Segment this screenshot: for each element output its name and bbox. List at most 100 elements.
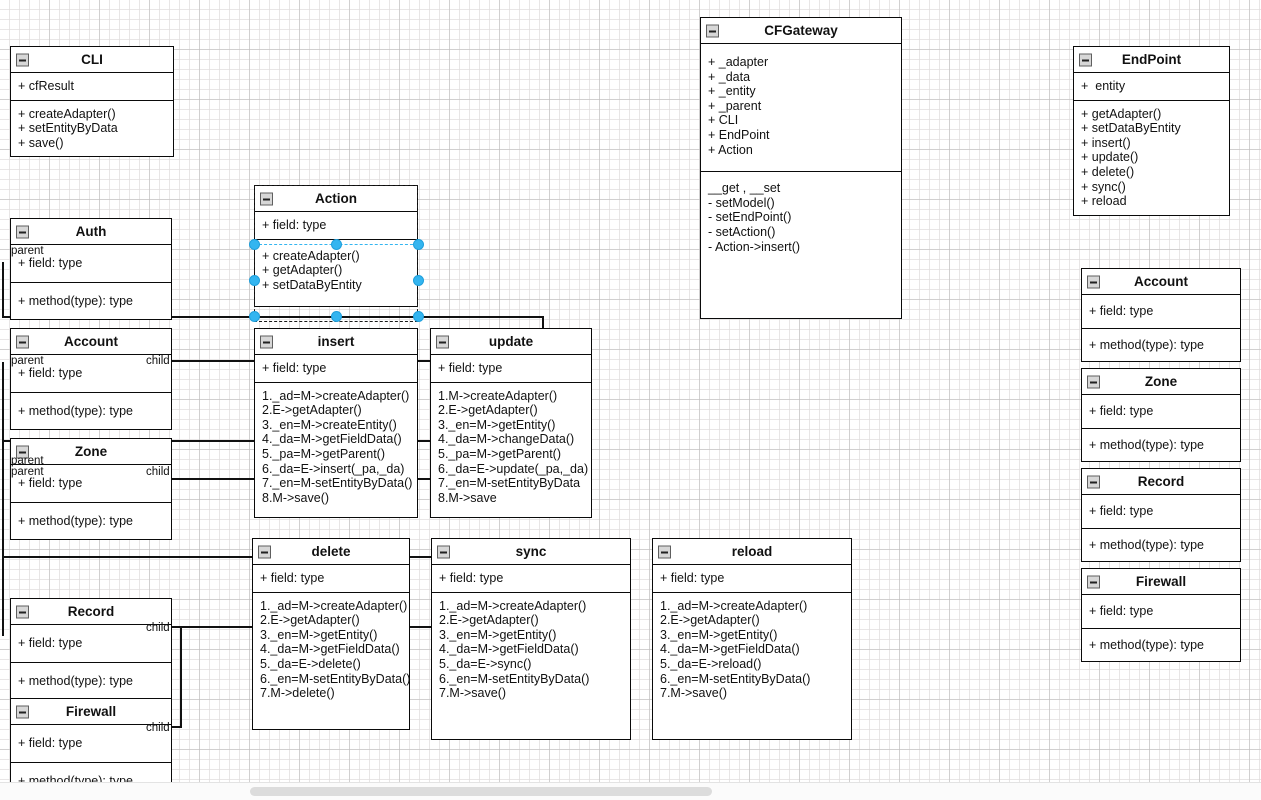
resize-handle-mid-center[interactable] bbox=[331, 239, 342, 250]
method-line: + method(type): type bbox=[1089, 637, 1204, 652]
class-header-reload[interactable]: reload bbox=[653, 539, 851, 565]
class-header-record-right[interactable]: Record bbox=[1082, 469, 1240, 495]
field-line: + field: type bbox=[438, 361, 503, 375]
resize-handle-bottom-left[interactable] bbox=[249, 311, 260, 322]
class-box-reload[interactable]: reload + field: type 1._ad=M->createAdap… bbox=[652, 538, 852, 740]
method-line: 6._en=M-setEntityByData() bbox=[439, 671, 590, 686]
class-box-sync[interactable]: sync + field: type 1._ad=M->createAdapte… bbox=[431, 538, 631, 740]
method-line: + method(type): type bbox=[18, 403, 133, 418]
collapse-minus-icon[interactable] bbox=[1087, 275, 1100, 288]
class-header-update[interactable]: update bbox=[431, 329, 591, 355]
collapse-minus-icon[interactable] bbox=[706, 24, 719, 37]
method-line: 1._ad=M->createAdapter() bbox=[660, 598, 808, 613]
class-box-cli[interactable]: CLI + cfResult + createAdapter() + setEn… bbox=[10, 46, 174, 158]
resize-handle-bottom-center[interactable] bbox=[331, 311, 342, 322]
class-header-account-right[interactable]: Account bbox=[1082, 269, 1240, 295]
method-line: 7.M->save() bbox=[439, 686, 507, 701]
class-header-zone[interactable]: Zone bbox=[11, 439, 171, 465]
method-line: 2.E->getAdapter() bbox=[438, 403, 538, 418]
class-box-insert[interactable]: insert + field: type 1._ad=M->createAdap… bbox=[254, 328, 418, 518]
connector-firewall-child-seg-h bbox=[172, 726, 182, 728]
class-header-sync[interactable]: sync bbox=[432, 539, 630, 565]
collapse-minus-icon[interactable] bbox=[1079, 53, 1092, 66]
field-line: + field: type bbox=[439, 571, 504, 585]
edge-label-account-child: child bbox=[146, 355, 170, 367]
field-line: + field: type bbox=[262, 361, 327, 375]
method-line: - setAction() bbox=[708, 224, 776, 239]
horizontal-scrollbar-track[interactable] bbox=[0, 782, 1261, 800]
class-box-account-right[interactable]: Account + field: type + method(type): ty… bbox=[1081, 268, 1241, 363]
method-line: + method(type): type bbox=[18, 513, 133, 528]
method-line: + createAdapter() bbox=[262, 248, 360, 263]
class-header-firewall[interactable]: Firewall bbox=[11, 699, 171, 725]
class-methods-zone: + method(type): type bbox=[11, 502, 171, 540]
class-box-record-right[interactable]: Record + field: type + method(type): typ… bbox=[1081, 468, 1241, 563]
collapse-minus-icon[interactable] bbox=[260, 335, 273, 348]
method-line: 2.E->getAdapter() bbox=[439, 613, 539, 628]
collapse-minus-icon[interactable] bbox=[437, 545, 450, 558]
horizontal-scrollbar-thumb[interactable] bbox=[250, 787, 712, 796]
class-box-firewall-right[interactable]: Firewall + field: type + method(type): t… bbox=[1081, 568, 1241, 663]
method-line: 5._da=E->reload() bbox=[660, 656, 762, 671]
method-line: + insert() bbox=[1081, 135, 1131, 150]
class-methods-account-right: + method(type): type bbox=[1082, 328, 1240, 362]
class-box-zone-left[interactable]: Zone + field: type + method(type): type bbox=[10, 438, 172, 541]
method-line: 5._da=E->sync() bbox=[439, 656, 532, 671]
method-line: 6._da=E->insert(_pa,_da) bbox=[262, 461, 405, 476]
class-header-firewall-right[interactable]: Firewall bbox=[1082, 569, 1240, 595]
class-header-insert[interactable]: insert bbox=[255, 329, 417, 355]
resize-handle-mid-right[interactable] bbox=[413, 239, 424, 250]
class-header-cli[interactable]: CLI bbox=[11, 47, 173, 73]
class-title: Account bbox=[1134, 274, 1188, 289]
resize-handle-left[interactable] bbox=[249, 275, 260, 286]
class-title: EndPoint bbox=[1121, 52, 1182, 67]
class-methods-cli: + createAdapter() + setEntityByData + sa… bbox=[11, 100, 173, 157]
class-fields-reload: + field: type bbox=[653, 565, 851, 593]
class-title: Firewall bbox=[65, 704, 117, 719]
collapse-minus-icon[interactable] bbox=[16, 445, 29, 458]
class-box-zone-right[interactable]: Zone + field: type + method(type): type bbox=[1081, 368, 1241, 463]
class-header-action[interactable]: Action bbox=[255, 186, 417, 212]
class-header-delete[interactable]: delete bbox=[253, 539, 409, 565]
class-header-cfgateway[interactable]: CFGateway bbox=[701, 18, 901, 44]
class-box-cfgateway[interactable]: CFGateway + _adapter + _data + _entity +… bbox=[700, 17, 902, 319]
class-header-auth[interactable]: Auth bbox=[11, 219, 171, 245]
resize-handle-mid-left[interactable] bbox=[249, 239, 260, 250]
method-line: + getAdapter() bbox=[262, 263, 343, 278]
resize-handle-right[interactable] bbox=[413, 275, 424, 286]
collapse-minus-icon[interactable] bbox=[258, 545, 271, 558]
collapse-minus-icon[interactable] bbox=[16, 53, 29, 66]
class-methods-update: 1.M->createAdapter() 2.E->getAdapter() 3… bbox=[431, 382, 591, 512]
method-line: 2.E->getAdapter() bbox=[262, 403, 362, 418]
class-methods-account: + method(type): type bbox=[11, 392, 171, 430]
collapse-minus-icon[interactable] bbox=[16, 335, 29, 348]
collapse-minus-icon[interactable] bbox=[16, 705, 29, 718]
method-line: + sync() bbox=[1081, 179, 1126, 194]
class-fields-insert: + field: type bbox=[255, 355, 417, 383]
class-header-account[interactable]: Account bbox=[11, 329, 171, 355]
collapse-minus-icon[interactable] bbox=[16, 605, 29, 618]
class-header-record[interactable]: Record bbox=[11, 599, 171, 625]
field-line: + field: type bbox=[1089, 504, 1154, 518]
collapse-minus-icon[interactable] bbox=[1087, 475, 1100, 488]
class-box-action[interactable]: Action + field: type + createAdapter() +… bbox=[254, 185, 418, 308]
class-box-account-left[interactable]: Account + field: type + method(type): ty… bbox=[10, 328, 172, 431]
resize-handle-bottom-right[interactable] bbox=[413, 311, 424, 322]
collapse-minus-icon[interactable] bbox=[260, 192, 273, 205]
collapse-minus-icon[interactable] bbox=[658, 545, 671, 558]
class-box-delete[interactable]: delete + field: type 1._ad=M->createAdap… bbox=[252, 538, 410, 730]
collapse-minus-icon[interactable] bbox=[16, 225, 29, 238]
class-box-record-left[interactable]: Record + field: type + method(type): typ… bbox=[10, 598, 172, 701]
collapse-minus-icon[interactable] bbox=[1087, 375, 1100, 388]
field-line: + Action bbox=[708, 142, 753, 157]
class-box-update[interactable]: update + field: type 1.M->createAdapter(… bbox=[430, 328, 592, 518]
collapse-minus-icon[interactable] bbox=[436, 335, 449, 348]
class-box-auth-left[interactable]: Auth + field: type + method(type): type bbox=[10, 218, 172, 321]
class-box-endpoint[interactable]: EndPoint + entity + getAdapter() + setDa… bbox=[1073, 46, 1230, 216]
class-header-zone-right[interactable]: Zone bbox=[1082, 369, 1240, 395]
class-header-endpoint[interactable]: EndPoint bbox=[1074, 47, 1229, 73]
method-line: __get , __set bbox=[708, 181, 781, 196]
class-methods-delete: 1._ad=M->createAdapter() 2.E->getAdapter… bbox=[253, 592, 410, 707]
collapse-minus-icon[interactable] bbox=[1087, 575, 1100, 588]
